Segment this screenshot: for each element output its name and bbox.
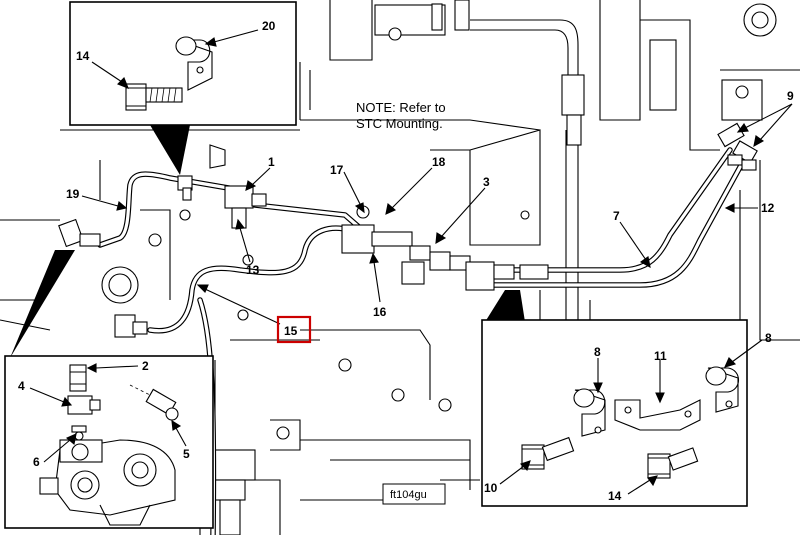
callout-19: 19 <box>66 187 80 201</box>
callout-10: 10 <box>484 481 498 495</box>
callout-9: 9 <box>787 89 794 103</box>
inset-clamps-bracket <box>481 290 748 507</box>
note-line-2: STC Mounting. <box>356 116 443 131</box>
callout-14-bottom: 14 <box>608 489 622 503</box>
callout-8-right: 8 <box>765 331 772 345</box>
callout-3: 3 <box>483 175 490 189</box>
callout-5: 5 <box>183 447 190 461</box>
callout-16: 16 <box>373 305 387 319</box>
note-text: NOTE: Refer to STC Mounting. <box>356 100 446 131</box>
callout-labels: 20 14 1 19 17 18 3 13 16 7 12 9 2 4 6 5 … <box>18 19 794 503</box>
callout-14-top: 14 <box>76 49 90 63</box>
inset-clamp-screw <box>69 1 297 175</box>
callout-7: 7 <box>613 209 620 223</box>
callout-13: 13 <box>246 263 260 277</box>
highlighted-callout-15: 15 <box>276 315 312 344</box>
tube-fittings <box>58 122 758 338</box>
callout-4: 4 <box>18 379 25 393</box>
inset-pump-fittings <box>4 250 214 529</box>
callout-17: 17 <box>330 163 344 177</box>
callout-2: 2 <box>142 359 149 373</box>
figure-id: ft104gu <box>390 489 427 501</box>
callout-6: 6 <box>33 455 40 469</box>
callout-1: 1 <box>268 155 275 169</box>
callout-15: 15 <box>284 324 298 338</box>
callout-12: 12 <box>761 201 775 215</box>
note-line-1: NOTE: Refer to <box>356 100 446 115</box>
callout-20: 20 <box>262 19 276 33</box>
callout-11: 11 <box>654 349 667 363</box>
callout-8-left: 8 <box>594 345 601 359</box>
callout-18: 18 <box>432 155 446 169</box>
figure-id-box: ft104gu <box>382 483 446 505</box>
leader-lines <box>29 29 793 495</box>
